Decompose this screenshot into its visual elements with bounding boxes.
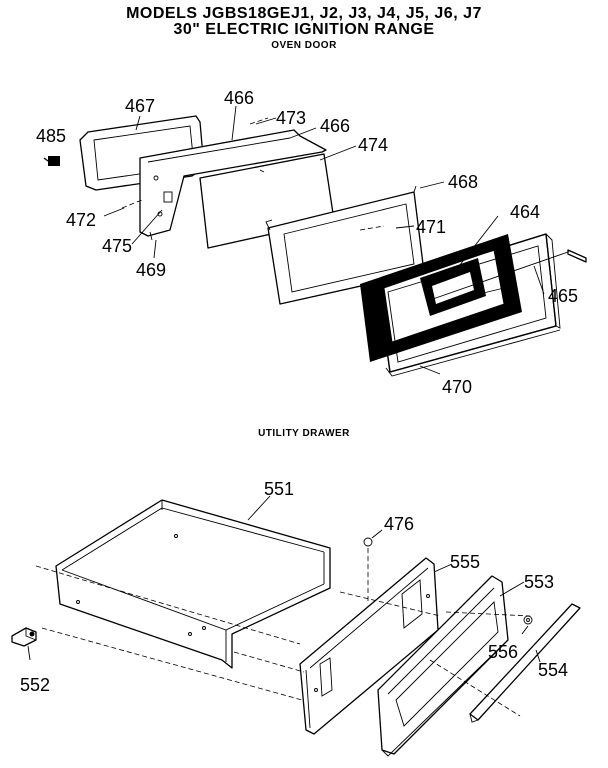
callout-551: 551	[264, 479, 294, 499]
callout-556: 556	[488, 642, 518, 662]
callout-468: 468	[448, 172, 478, 192]
part-553-drawer-front-cover	[377, 575, 509, 757]
callout-465: 465	[548, 286, 578, 306]
callout-467: 467	[125, 96, 155, 116]
part-464-outer-door-glass	[360, 234, 522, 362]
part-465-door-handle-rod	[429, 249, 587, 307]
callout-464: 464	[510, 202, 540, 222]
callout-473: 473	[276, 108, 306, 128]
part-466-inner-door-panel	[139, 129, 327, 241]
callout-555: 555	[450, 552, 480, 572]
callout-553: 553	[524, 572, 554, 592]
callout-554: 554	[538, 660, 568, 680]
callout-485: 485	[36, 126, 66, 146]
models-title: MODELS JGBS18GEJ1, J2, J3, J4, J5, J6, J…	[126, 5, 482, 22]
callout-472: 472	[66, 210, 96, 230]
drawer-leaders	[27, 495, 541, 717]
part-556-nut	[523, 615, 533, 625]
part-470-outer-door-frame	[377, 233, 561, 377]
callout-474: 474	[358, 135, 388, 155]
callout-469: 469	[136, 260, 166, 280]
callout-466-b: 466	[320, 116, 350, 136]
callout-476: 476	[384, 514, 414, 534]
utility-drawer-heading: UTILITY DRAWER	[258, 428, 350, 439]
part-485-clip	[43, 156, 60, 166]
callout-471: 471	[416, 217, 446, 237]
range-title: 30" ELECTRIC IGNITION RANGE	[173, 21, 435, 38]
part-476-screw	[363, 537, 373, 604]
callout-475: 475	[102, 236, 132, 256]
callout-470: 470	[442, 377, 472, 397]
oven-door-leaders	[103, 105, 545, 375]
part-551-drawer-body	[55, 499, 331, 669]
part-554-drawer-handle-trim	[469, 603, 581, 723]
part-552-slide-clip	[11, 627, 37, 647]
oven-door-heading: OVEN DOOR	[271, 40, 337, 51]
callout-552: 552	[20, 675, 50, 695]
callout-466-a: 466	[224, 88, 254, 108]
